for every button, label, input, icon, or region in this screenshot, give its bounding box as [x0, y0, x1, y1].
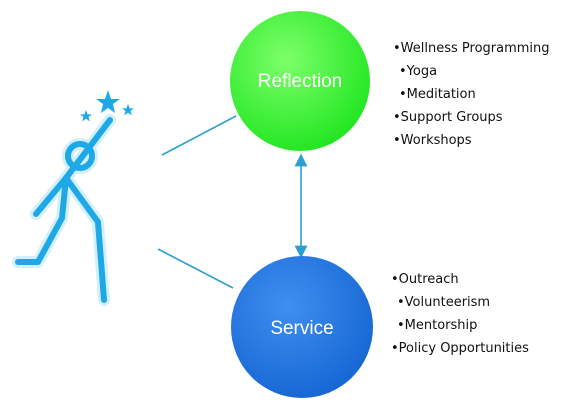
service-node-label: Service — [270, 318, 333, 339]
list-item-volunteerism: Volunteerism — [391, 291, 529, 314]
list-item-workshops: Workshops — [393, 129, 550, 152]
star-icon-large — [96, 90, 120, 113]
list-item-mentorship: Mentorship — [391, 314, 529, 337]
star-icon-small-right — [122, 104, 134, 116]
reflection-node-label: Reflection — [258, 71, 343, 92]
reflection-node: Reflection — [230, 11, 370, 151]
list-item-wellness-programming: Wellness Programming — [393, 37, 550, 60]
service-activities-list: Outreach Volunteerism Mentorship Policy … — [391, 268, 529, 360]
star-icon-group — [80, 90, 134, 122]
service-node: Service — [231, 256, 373, 398]
list-item-yoga: Yoga — [393, 60, 550, 83]
list-item-policy-opportunities: Policy Opportunities — [391, 337, 529, 360]
connector-line-reflection — [161, 115, 237, 156]
person-cheering-icon — [12, 114, 116, 306]
list-item-outreach: Outreach — [391, 268, 529, 291]
connector-line-service — [157, 248, 234, 289]
star-icon-small-left — [80, 110, 92, 122]
reflection-activities-list: Wellness Programming Yoga Meditation Sup… — [393, 37, 550, 152]
list-item-meditation: Meditation — [393, 83, 550, 106]
list-item-support-groups: Support Groups — [393, 106, 550, 129]
